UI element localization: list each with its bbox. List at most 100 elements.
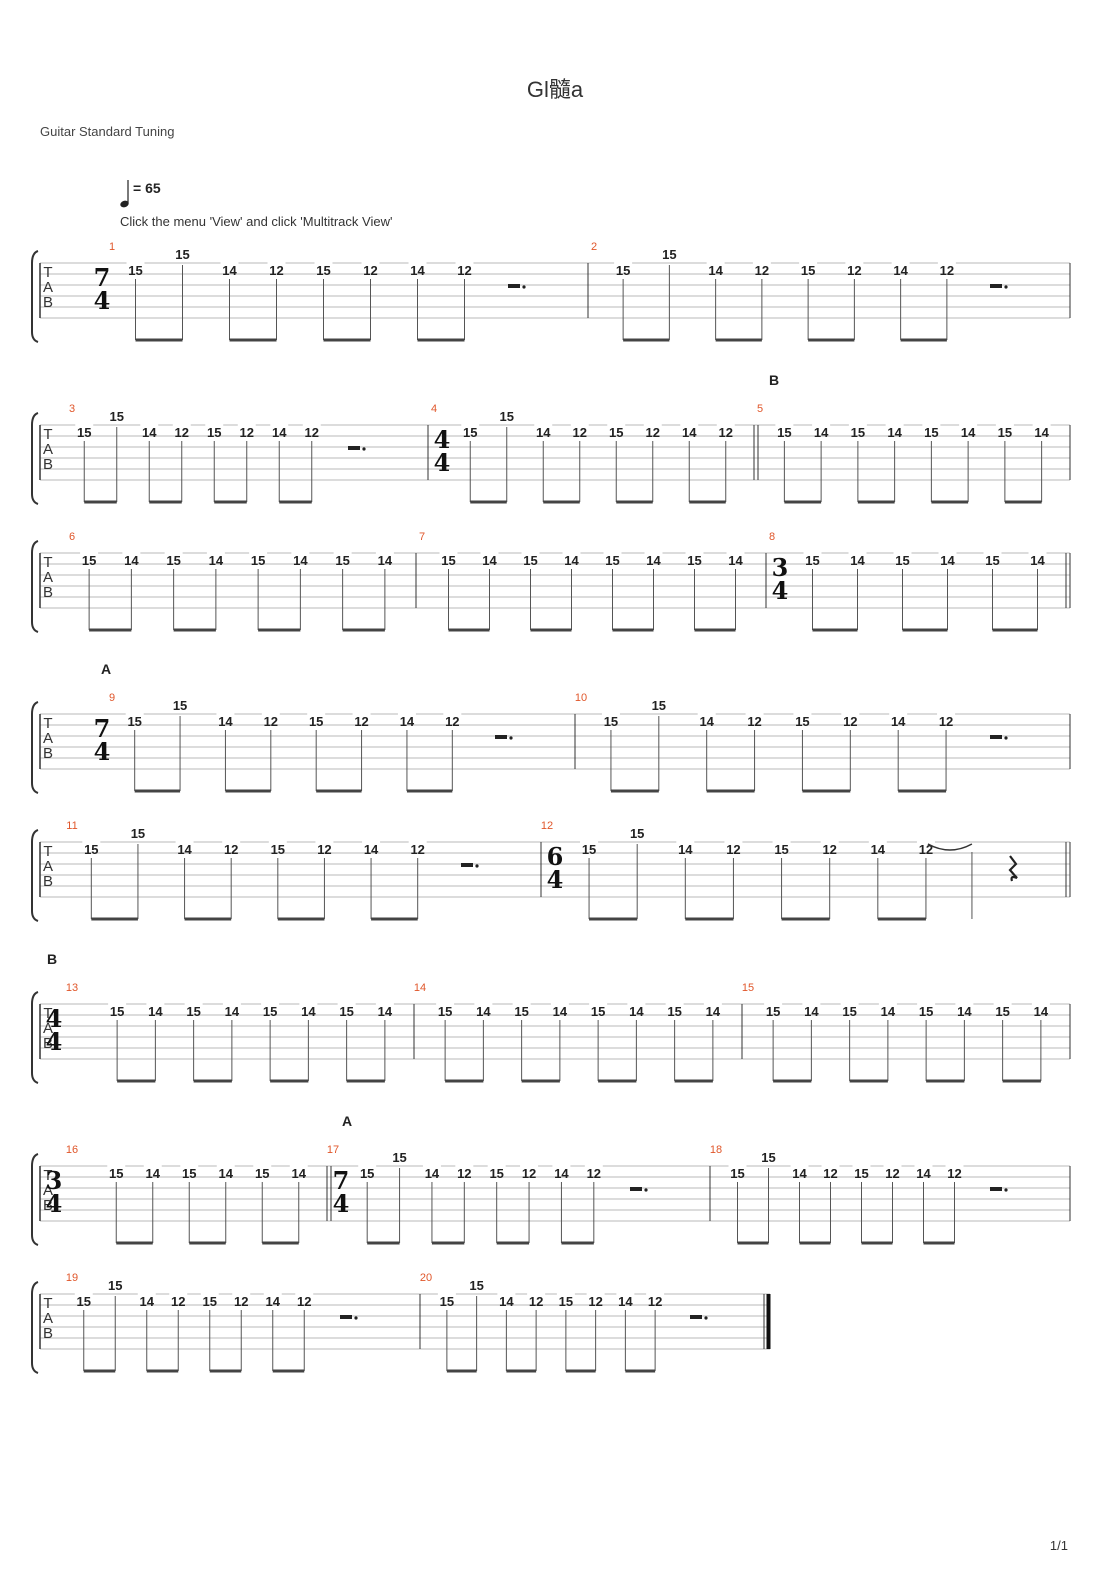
tab-letter: A (43, 279, 53, 296)
fret-bg (868, 838, 887, 847)
fret-number: 15 (110, 1004, 124, 1019)
fret-number: 12 (947, 1166, 961, 1181)
fret-number: 14 (850, 553, 865, 568)
measure-number: 18 (710, 1144, 722, 1156)
fret-bg (955, 1000, 974, 1009)
fret-number: 14 (629, 1004, 644, 1019)
fret-number: 14 (553, 1004, 568, 1019)
fret-bg (726, 549, 745, 558)
tab-letter: T (43, 1167, 52, 1184)
fret-number: 14 (706, 1004, 721, 1019)
fret-bg (337, 1000, 356, 1009)
fret-number: 15 (605, 553, 619, 568)
fret-bg (893, 549, 912, 558)
fret-number: 15 (667, 1004, 681, 1019)
fret-number: 12 (940, 263, 954, 278)
fret-number: 15 (438, 1004, 452, 1019)
fret-bg (821, 1162, 840, 1171)
measure-number: 6 (69, 531, 75, 543)
fret-bg (220, 259, 239, 268)
tab-letter: B (43, 294, 53, 311)
fret-number: 15 (166, 553, 180, 568)
fret-number: 15 (255, 1166, 269, 1181)
fret-number: 15 (995, 1004, 1009, 1019)
fret-number: 12 (363, 263, 377, 278)
fret-bg (644, 549, 663, 558)
fret-bg (914, 1162, 933, 1171)
song-title: Gl髓a (526, 77, 584, 102)
fret-bg (627, 1000, 646, 1009)
fret-bg (461, 421, 480, 430)
fret-number: 14 (293, 553, 308, 568)
fret-bg (922, 421, 941, 430)
rest-dot (1004, 285, 1008, 289)
tab-letter: A (43, 1020, 53, 1037)
system-brace (31, 250, 39, 343)
fret-number: 14 (1034, 425, 1049, 440)
fret-bg (745, 710, 764, 719)
fret-bg (487, 1162, 506, 1171)
fret-bg (841, 710, 860, 719)
time-signature-top: 7 (333, 1166, 350, 1195)
time-signature-top: 4 (46, 1004, 63, 1033)
fret-number: 15 (523, 553, 537, 568)
fret-bg (361, 259, 380, 268)
fret-bg (263, 1290, 282, 1299)
fret-bg (793, 710, 812, 719)
fret-bg (570, 421, 589, 430)
tab-letter: B (43, 1197, 53, 1214)
fret-bg (716, 421, 735, 430)
fret-bg (878, 1000, 897, 1009)
fret-bg (1032, 421, 1051, 430)
fret-bg (140, 421, 159, 430)
fret-number: 15 (985, 553, 999, 568)
fret-bg (175, 838, 194, 847)
rest-dot (644, 1188, 648, 1192)
fret-number: 14 (881, 1004, 896, 1019)
tempo-marking: = 65 Click the menu 'View' and click 'Mu… (119, 178, 419, 230)
tuning-label: Guitar Standard Tuning (40, 124, 175, 139)
fret-bg (261, 1000, 280, 1009)
fret-bg (437, 1290, 456, 1299)
half-rest-icon (495, 735, 507, 739)
fret-bg (706, 259, 725, 268)
fret-number: 15 (730, 1166, 744, 1181)
fret-number: 14 (378, 1004, 393, 1019)
section-marker: B (47, 951, 57, 967)
fret-bg (685, 549, 704, 558)
fret-number: 12 (648, 1294, 662, 1309)
fret-bg (302, 421, 321, 430)
tab-letter: T (43, 715, 52, 732)
time-signature-top: 7 (94, 263, 111, 292)
fret-bg (146, 1000, 165, 1009)
fret-number: 15 (795, 714, 809, 729)
fret-bg (216, 710, 235, 719)
rest-dot (354, 1316, 358, 1320)
tab-letter: A (43, 441, 53, 458)
fret-number: 14 (476, 1004, 491, 1019)
system-brace (31, 701, 39, 794)
fret-number: 14 (536, 425, 551, 440)
fret-bg (646, 1290, 665, 1299)
tab-letter: A (43, 858, 53, 875)
fret-bg (237, 421, 256, 430)
fret-number: 15 (609, 425, 623, 440)
fret-number: 12 (297, 1294, 311, 1309)
measure-number: 9 (109, 692, 115, 704)
fret-number: 14 (222, 263, 237, 278)
fret-bg (845, 259, 864, 268)
tab-letter: A (43, 730, 53, 747)
fret-bg (315, 838, 334, 847)
fret-number: 14 (708, 263, 723, 278)
fret-number: 12 (822, 842, 836, 857)
fret-number: 14 (618, 1294, 633, 1309)
fret-bg (455, 1162, 474, 1171)
fret-number: 12 (646, 425, 660, 440)
fret-number: 14 (728, 553, 743, 568)
